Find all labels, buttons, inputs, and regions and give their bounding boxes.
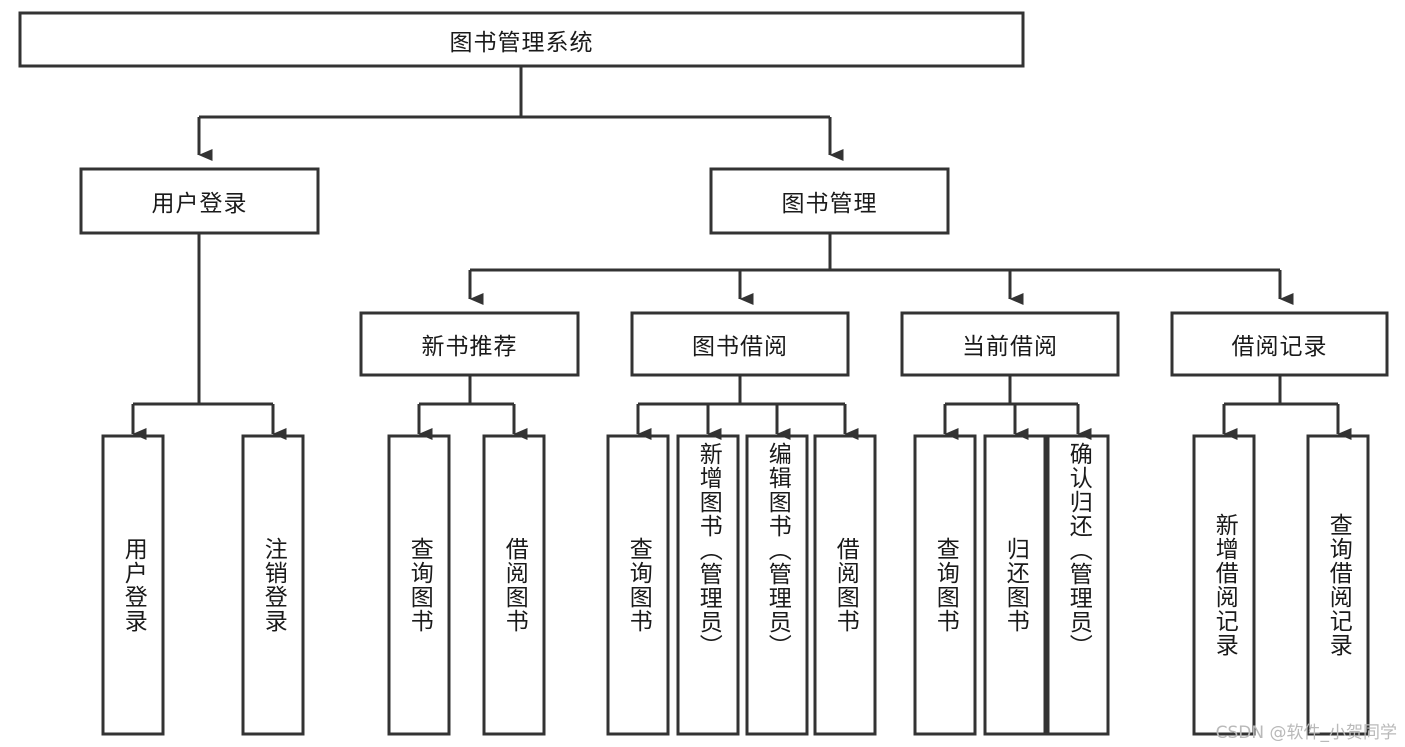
node-box-leaf-add-record[interactable] [1192,434,1256,736]
node-box-leaf-user-login[interactable] [101,434,165,736]
node-box-leaf-query-record[interactable] [1306,434,1370,736]
node-box-book-manage[interactable] [709,167,950,235]
csdn-watermark: CSDN @软件_小贺同学 [1215,723,1397,743]
node-box-leaf-return-book[interactable] [983,434,1047,736]
node-box-leaf-edit-book[interactable] [745,434,809,736]
node-box-leaf-logout[interactable] [241,434,305,736]
node-box-leaf-borrow-book-2[interactable] [813,434,877,736]
node-box-leaf-query-book-3[interactable] [913,434,977,736]
node-box-leaf-query-book-rec[interactable] [387,434,451,736]
node-box-root[interactable] [18,11,1025,68]
node-box-leaf-query-book-2[interactable] [606,434,670,736]
node-box-new-book-rec[interactable] [359,311,580,377]
node-box-leaf-confirm-return[interactable] [1046,434,1110,736]
node-box-user-login[interactable] [79,167,320,235]
node-box-current-borrow[interactable] [900,311,1120,377]
node-box-book-borrow[interactable] [630,311,850,377]
node-box-leaf-add-book[interactable] [676,434,740,736]
node-box-borrow-record[interactable] [1170,311,1389,377]
node-box-leaf-borrow-book-rec[interactable] [482,434,546,736]
